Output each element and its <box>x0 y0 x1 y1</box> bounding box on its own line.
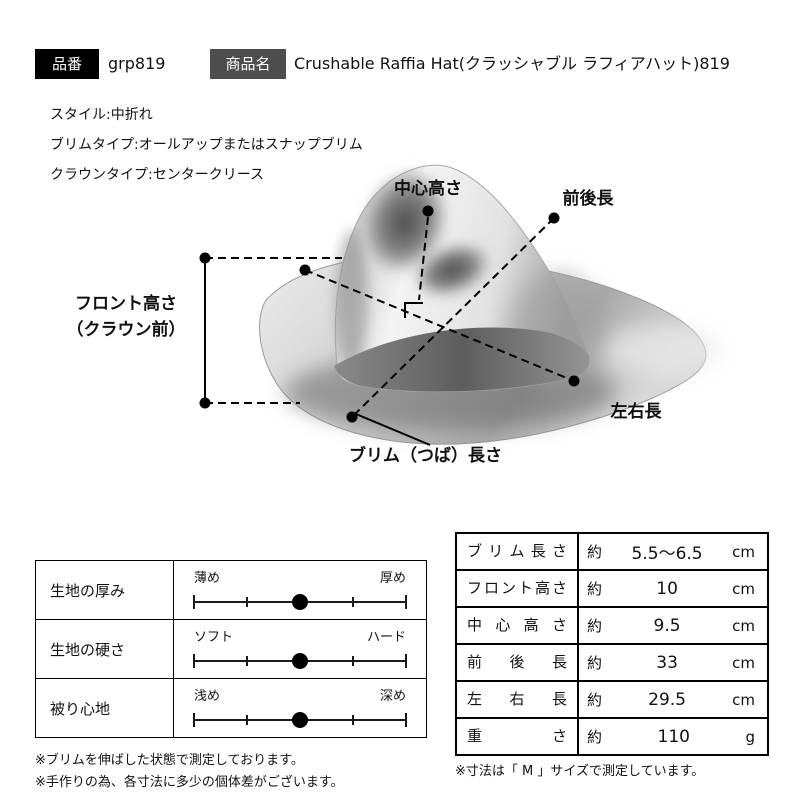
feature-row-fit: 被り心地 浅め 深め <box>36 679 426 737</box>
front-height-label-line1: フロント高さ <box>75 294 177 314</box>
spec-unit: cm <box>732 616 755 635</box>
spec-approx: 約 <box>587 543 603 561</box>
feature-slider: 薄め 厚め <box>174 561 426 619</box>
spec-label: ブリム長さ <box>457 534 579 569</box>
measurement-spec-table: ブリム長さ 約 5.5〜6.5 cm フロント高さ 約 10 cm 中心高さ 約… <box>455 532 769 756</box>
feature-row-hardness: 生地の硬さ ソフト ハード <box>36 620 426 679</box>
slider-dot <box>292 653 308 669</box>
note-size-m: ※寸法は「 M 」サイズで測定しています。 <box>455 764 705 779</box>
spec-row-brim: ブリム長さ 約 5.5〜6.5 cm <box>457 534 767 571</box>
hat-illustration <box>259 164 720 445</box>
slider-scale <box>193 591 407 613</box>
feature-label: 被り心地 <box>36 679 174 737</box>
spec-content: 約 9.5 cm <box>579 608 767 643</box>
slider-max-label: 厚め <box>379 571 406 586</box>
slider-dot <box>292 712 308 728</box>
slider-scale <box>193 650 407 672</box>
spec-value: 33 <box>656 652 678 673</box>
slider-dot <box>292 594 308 610</box>
slider-min-label: 薄め <box>194 571 221 586</box>
slider-max-label: ハード <box>366 630 406 645</box>
feature-row-thickness: 生地の厚み 薄め 厚め <box>36 561 426 620</box>
slider-max-label: 深め <box>379 689 406 704</box>
measurement-annotations <box>199 205 580 446</box>
spec-approx: 約 <box>587 580 603 598</box>
spec-unit: cm <box>732 579 755 598</box>
spec-row-front-height: フロント高さ 約 10 cm <box>457 571 767 608</box>
spec-label: フロント高さ <box>457 571 579 606</box>
spec-row-front-back: 前後長 約 33 cm <box>457 645 767 682</box>
spec-value: 9.5 <box>653 615 681 636</box>
spec-value: 10 <box>656 578 678 599</box>
center-height-measure-line <box>418 216 429 301</box>
left-right-measure-line <box>304 269 575 382</box>
spec-approx: 約 <box>587 654 603 672</box>
crown-type-line: クラウンタイプ:センタークリース <box>50 167 265 183</box>
feature-slider: ソフト ハード <box>174 620 426 678</box>
spec-label: 左右長 <box>457 682 579 717</box>
crown-left-shading <box>336 230 368 370</box>
crown-crease-shading <box>361 169 449 275</box>
crown-pinch-shading <box>413 242 491 298</box>
spec-unit: g <box>745 727 755 746</box>
note-measured-extended: ※ブリムを伸ばした状態で測定しております。 <box>35 753 304 768</box>
left-right-length-label: 左右長 <box>610 402 662 422</box>
spec-content: 約 33 cm <box>579 645 767 680</box>
spec-label: 前後長 <box>457 645 579 680</box>
spec-content: 約 110 g <box>579 719 767 754</box>
center-height-base-tick <box>404 302 423 318</box>
product-name-tag: 商品名 <box>210 49 286 79</box>
spec-content: 約 29.5 cm <box>579 682 767 717</box>
feature-label: 生地の硬さ <box>36 620 174 678</box>
spec-label: 中心高さ <box>457 608 579 643</box>
center-height-label: 中心高さ <box>394 179 462 199</box>
spec-label: 重さ <box>457 719 579 754</box>
spec-unit: cm <box>732 653 755 672</box>
spec-approx: 約 <box>587 728 603 746</box>
fabric-feature-table: 生地の厚み 薄め 厚め 生地の硬さ ソフト ハード <box>35 560 427 738</box>
slider-min-label: ソフト <box>194 630 234 645</box>
spec-approx: 約 <box>587 691 603 709</box>
slider-scale <box>193 709 407 731</box>
brim-highlight <box>600 325 720 375</box>
front-back-length-label: 前後長 <box>562 189 614 209</box>
spec-approx: 約 <box>587 617 603 635</box>
spec-row-left-right: 左右長 約 29.5 cm <box>457 682 767 719</box>
hat-band <box>334 327 590 392</box>
measurement-endpoint-dots <box>199 205 580 423</box>
product-name-value: Crushable Raffia Hat(クラッシャブル ラフィアハット)819 <box>294 54 730 73</box>
front-height-label-line2: （クラウン前） <box>66 320 186 340</box>
spec-content: 約 10 cm <box>579 571 767 606</box>
feature-label: 生地の厚み <box>36 561 174 619</box>
style-line: スタイル:中折れ <box>50 107 153 123</box>
item-number-value: grp819 <box>108 54 166 73</box>
feature-slider: 浅め 深め <box>174 679 426 737</box>
spec-content: 約 5.5〜6.5 cm <box>579 534 767 569</box>
front-back-measure-line <box>351 217 555 418</box>
spec-value: 29.5 <box>648 689 686 710</box>
slider-min-label: 浅め <box>194 689 221 704</box>
spec-value: 5.5〜6.5 <box>631 544 703 564</box>
brim-type-line: ブリムタイプ:オールアップまたはスナップブリム <box>50 137 363 153</box>
spec-unit: cm <box>732 690 755 709</box>
spec-value: 110 <box>657 726 690 747</box>
front-height-label: フロント高さ （クラウン前） <box>56 291 196 343</box>
item-number-tag: 品番 <box>35 49 99 79</box>
note-handmade-variance: ※手作りの為、各寸法に多少の個体差がございます。 <box>35 775 344 790</box>
brim-length-pointer-line <box>355 413 431 446</box>
spec-row-weight: 重さ 約 110 g <box>457 719 767 754</box>
brim-length-label: ブリム（つば）長さ <box>349 446 502 466</box>
spec-row-center-height: 中心高さ 約 9.5 cm <box>457 608 767 645</box>
spec-unit: cm <box>732 542 755 561</box>
